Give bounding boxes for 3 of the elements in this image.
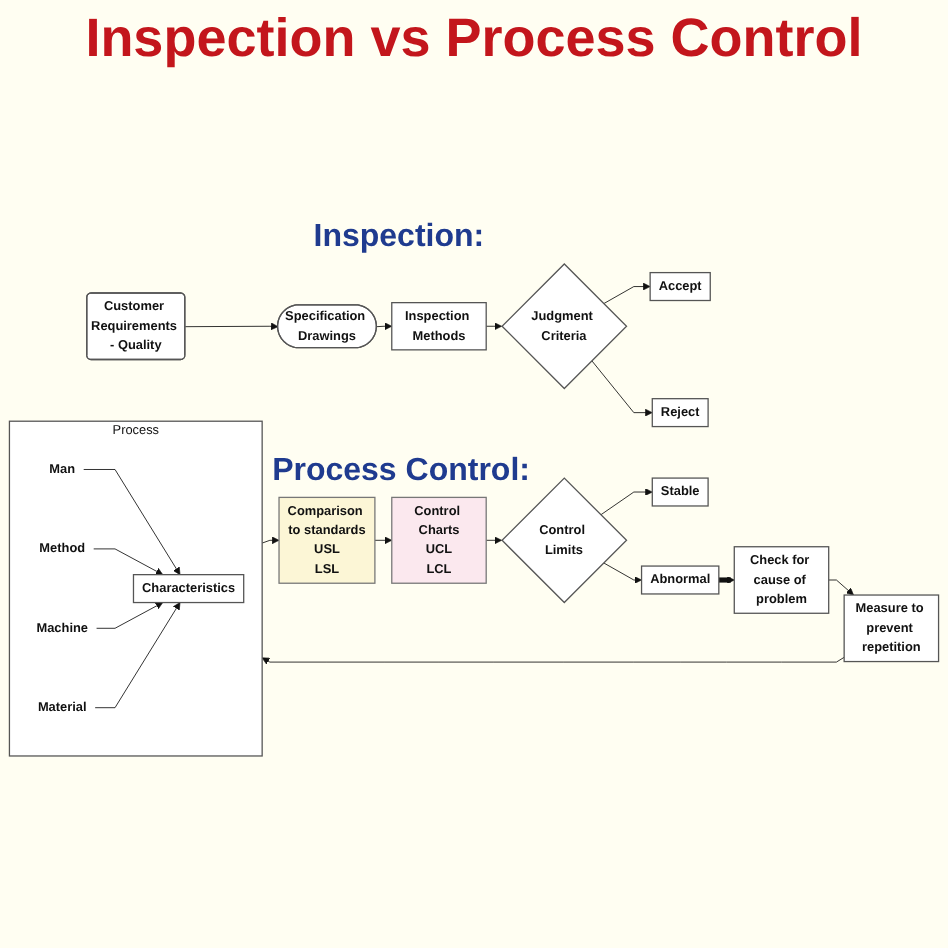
title: Inspection vs Process Control xyxy=(83,8,865,70)
arrow xyxy=(718,576,735,584)
section-heading: Inspection: xyxy=(313,220,485,256)
